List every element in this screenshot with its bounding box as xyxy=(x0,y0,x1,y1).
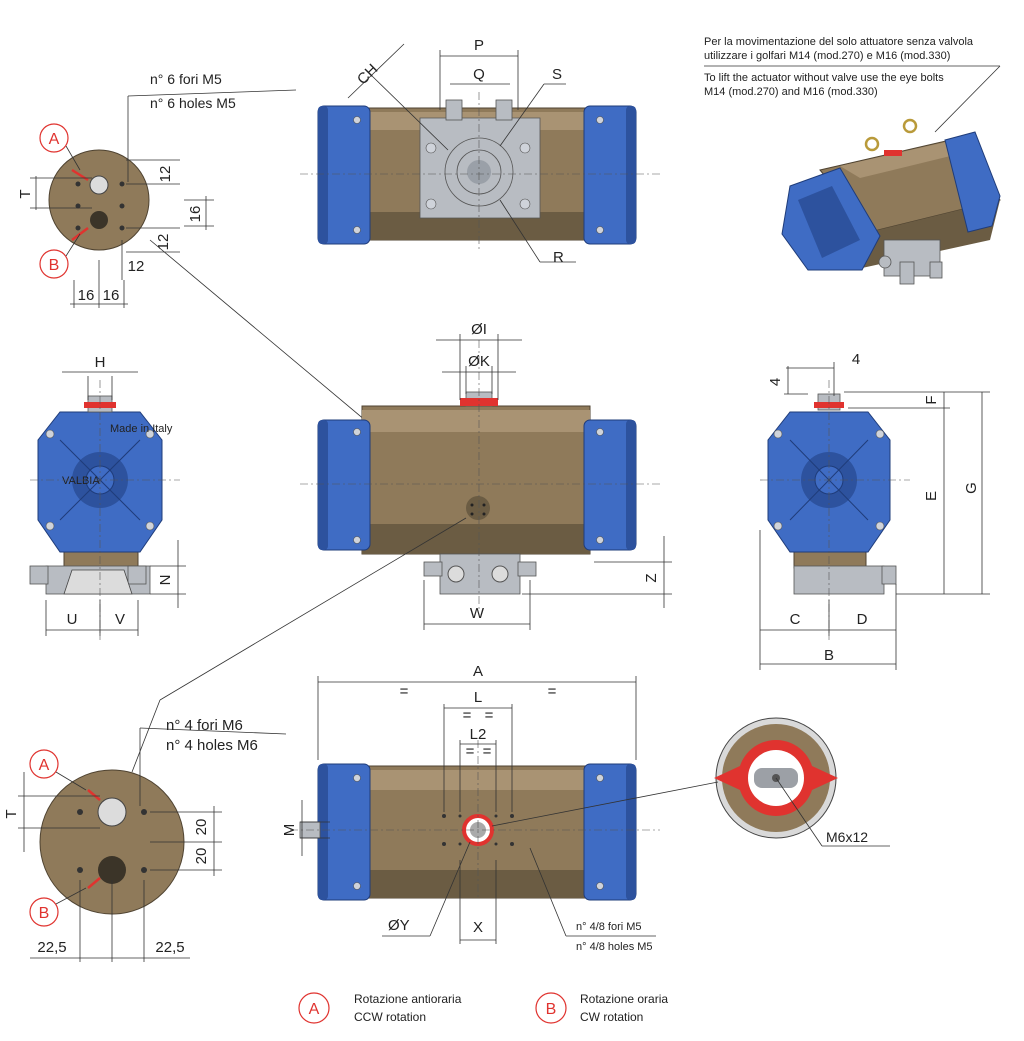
dim-z: Z xyxy=(643,573,660,582)
legend: A Rotazione antioraria CCW rotation B Ro… xyxy=(298,992,668,1024)
eq-l-left: = xyxy=(463,707,472,724)
dim-4-v: 4 xyxy=(767,378,784,386)
dim-x: X xyxy=(473,919,483,936)
dim-h: H xyxy=(95,354,106,371)
eq-a-left: = xyxy=(400,683,409,700)
dim-22-5-b: 22,5 xyxy=(155,939,184,956)
dim-phi-k: ØK xyxy=(468,353,490,370)
note-it-line2: utilizzare i golfari M14 (mod.270) e M16… xyxy=(704,50,950,62)
dim-p: P xyxy=(474,37,484,54)
legend-b-mark: B xyxy=(546,1001,557,1018)
dim-v: V xyxy=(115,611,125,628)
bottom-view xyxy=(290,740,660,901)
eq-l-right: = xyxy=(485,707,494,724)
isometric-view xyxy=(781,118,1001,285)
note-en-line1: To lift the actuator without valve use t… xyxy=(704,72,944,84)
legend-a-it: Rotazione antioraria xyxy=(354,992,462,1006)
legend-b-it: Rotazione oraria xyxy=(580,992,668,1006)
dim-r: R xyxy=(553,249,564,266)
mark-b-bottom: B xyxy=(39,905,50,922)
dim-phi-y: ØY xyxy=(388,917,410,934)
dim-12-b: 12 xyxy=(155,234,172,251)
eq-a-right: = xyxy=(548,683,557,700)
note-it-line1: Per la movimentazione del solo attuatore… xyxy=(704,36,974,48)
left-view-dimensions: H N U V xyxy=(45,354,186,636)
mark-a: A xyxy=(49,131,60,148)
made-in-label: Made in Italy xyxy=(110,423,173,435)
m6x12-detail: M6x12 xyxy=(491,717,890,847)
dim-ch: CH xyxy=(354,61,381,88)
dim-16-v: 16 xyxy=(187,206,204,223)
dim-q: Q xyxy=(473,66,485,83)
detail-top-left: A B xyxy=(39,123,150,279)
legend-a-en: CCW rotation xyxy=(354,1010,426,1024)
dim-t-bottom: T xyxy=(3,809,20,818)
dim-c: C xyxy=(790,611,801,628)
top-view xyxy=(300,92,660,252)
dim-s: S xyxy=(552,66,562,83)
holes-4-8-it: n° 4/8 fori M5 xyxy=(576,921,642,933)
front-view-dimensions: ØI ØK Z W xyxy=(423,321,672,630)
bottom-view-dimensions: A = = L = = L2 = = M ØY X n° 4/8 fori M5… xyxy=(281,663,656,953)
dim-g: G xyxy=(963,482,980,494)
label-m6x12: M6x12 xyxy=(826,829,868,845)
front-view xyxy=(300,340,660,610)
legend-b-en: CW rotation xyxy=(580,1010,643,1024)
dim-20-b: 20 xyxy=(193,848,210,865)
left-view: VALBIA Made in Italy xyxy=(29,380,180,640)
holes-en: n° 6 holes M5 xyxy=(150,95,236,111)
right-view-dimensions: 4 4 F E G C D B xyxy=(759,351,990,670)
dim-20-a: 20 xyxy=(193,819,210,836)
dim-b: B xyxy=(824,647,834,664)
holes-m6-en: n° 4 holes M6 xyxy=(166,737,258,754)
detail-bottom-left: A B xyxy=(29,749,185,927)
dim-12-c: 12 xyxy=(128,258,145,275)
brand-label: VALBIA xyxy=(62,475,100,487)
dim-a: A xyxy=(473,663,483,680)
holes-m6-it: n° 4 fori M6 xyxy=(166,717,243,734)
detail-bottom-left-dimensions: n° 4 fori M6 n° 4 holes M6 T 20 20 22,5 … xyxy=(3,517,467,962)
dim-phi-i: ØI xyxy=(471,321,487,338)
top-view-dimensions: P Q CH S R xyxy=(347,37,576,266)
dim-d: D xyxy=(857,611,868,628)
dim-n: N xyxy=(157,575,174,586)
dim-u: U xyxy=(67,611,78,628)
dim-22-5-a: 22,5 xyxy=(37,939,66,956)
right-view xyxy=(760,380,910,640)
dim-t: T xyxy=(17,189,34,198)
dim-4-h: 4 xyxy=(852,351,860,368)
dim-l: L xyxy=(474,689,482,706)
note-en-line2: M14 (mod.270) and M16 (mod.330) xyxy=(704,86,878,98)
dim-l2: L2 xyxy=(470,726,487,743)
lifting-notes: Per la movimentazione del solo attuatore… xyxy=(704,36,1001,133)
dim-12-a: 12 xyxy=(157,166,174,183)
dim-f: F xyxy=(923,395,940,404)
eq-l2-left: = xyxy=(466,743,475,760)
dim-w: W xyxy=(470,605,485,622)
dim-e: E xyxy=(923,491,940,501)
holes-4-8-en: n° 4/8 holes M5 xyxy=(576,941,653,953)
dim-16-b: 16 xyxy=(103,287,120,304)
eq-l2-right: = xyxy=(483,743,492,760)
dim-m: M xyxy=(281,824,298,837)
mark-b: B xyxy=(49,257,60,274)
holes-it: n° 6 fori M5 xyxy=(150,71,222,87)
dim-16-a: 16 xyxy=(78,287,95,304)
legend-a-mark: A xyxy=(309,1001,320,1018)
mark-a-bottom: A xyxy=(39,757,50,774)
